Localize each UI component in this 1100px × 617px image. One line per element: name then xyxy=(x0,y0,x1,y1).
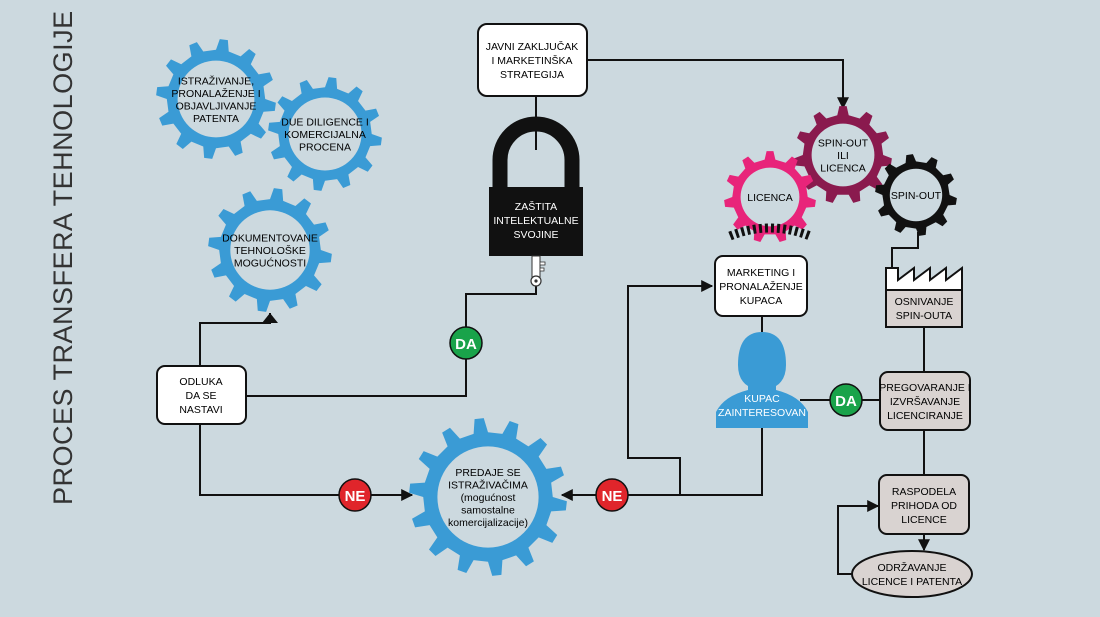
badge-ne-left: NE xyxy=(338,478,372,512)
gear-spinout: SPIN-OUT xyxy=(875,154,957,236)
key-icon xyxy=(530,255,546,287)
pregovaranje-line-1: PREGOVARANJE I xyxy=(879,382,970,394)
gear-label-line: TEHNOLOŠKE xyxy=(234,244,306,257)
page-title: PROCES TRANSFERA TEHNOLOGIJE xyxy=(48,10,78,505)
pregovaranje-line-2: IZVRŠAVANJE xyxy=(890,395,960,408)
lock-label-2: INTELEKTUALNE xyxy=(493,215,578,227)
marketing-line-3: KUPACA xyxy=(740,295,782,307)
factory-icon: OSNIVANJE SPIN-OUTA xyxy=(885,266,963,328)
badge-da-right-label: DA xyxy=(835,393,857,410)
gear-label-line: SPIN-OUT xyxy=(818,138,869,150)
gear-label-line: SPIN-OUT xyxy=(891,190,942,202)
box-pregovaranje: PREGOVARANJE I IZVRŠAVANJE LICENCIRANJE xyxy=(879,371,971,431)
gear-label-line: DUE DILIGENCE I xyxy=(281,117,369,129)
gear-label-line: PRONALAŽENJE I xyxy=(171,87,260,100)
gear-label-line: PREDAJE SE xyxy=(455,467,520,479)
gear-label-line: samostalne xyxy=(461,505,515,517)
person-line-2: ZAINTERESOVAN xyxy=(718,407,806,419)
line-odluka-to-lock xyxy=(246,358,467,397)
line-javni-to-spinout-licenca xyxy=(587,59,849,110)
gear-label-line: ISTRAŽIVAČIMA xyxy=(448,479,528,492)
gear-label-line: OBJAVLJIVANJE xyxy=(176,100,257,112)
badge-da-left: DA xyxy=(449,326,483,360)
ellipse-odrzavanje: ODRŽAVANJE LICENCE I PATENTA xyxy=(851,550,973,598)
gear-label-line: PROCENA xyxy=(299,142,351,154)
gear-center xyxy=(288,97,362,171)
box-marketing: MARKETING I PRONALAŽENJE KUPACA xyxy=(714,223,812,317)
padlock-icon: ZAŠTITA INTELEKTUALNE SVOJINE xyxy=(489,116,583,256)
lock-label-3: SVOJINE xyxy=(514,229,559,241)
javni-line-3: STRATEGIJA xyxy=(500,69,564,81)
odrzavanje-line-1: ODRŽAVANJE xyxy=(877,561,946,574)
line-spinout-to-factory xyxy=(891,232,919,268)
gear-label-line: LICENCA xyxy=(820,163,866,175)
badge-da-right: DA xyxy=(829,383,863,417)
line-odrzavanje-loop xyxy=(837,500,880,575)
gear-center xyxy=(437,446,539,548)
line-odluka-to-dokumentovane xyxy=(199,313,271,366)
connectors xyxy=(199,59,930,575)
box-javni-zakljucak: JAVNI ZAKLJUČAK I MARKETINŠKA STRATEGIJA xyxy=(477,23,588,97)
pregovaranje-line-3: LICENCIRANJE xyxy=(887,410,963,422)
gear-label-line: komercijalizacije) xyxy=(448,517,528,529)
gear-label-line: MOGUĆNOSTI xyxy=(234,257,306,270)
badge-da-left-label: DA xyxy=(455,336,477,353)
line-odluka-to-predaje xyxy=(199,424,414,501)
gear-tick xyxy=(262,313,278,323)
marketing-line-1: MARKETING I xyxy=(727,267,795,279)
gear-istrazivanje: ISTRAŽIVANJE,PRONALAŽENJE IOBJAVLJIVANJE… xyxy=(156,39,276,159)
line-loop-to-marketing xyxy=(627,280,714,495)
lock-label-1: ZAŠTITA xyxy=(515,200,557,213)
odluka-line-3: NASTAVI xyxy=(179,404,222,416)
gear-label-line: KOMERCIJALNA xyxy=(284,129,366,141)
gear-label-line: PATENTA xyxy=(193,113,239,125)
javni-line-2: I MARKETINŠKA xyxy=(491,54,572,67)
gear-label-line: (mogućnost xyxy=(461,492,516,504)
line-da-to-key xyxy=(465,286,537,328)
raspodela-line-2: PRIHODA OD xyxy=(891,500,957,512)
osnivanje-line-1: OSNIVANJE xyxy=(895,296,954,308)
badge-ne-right: NE xyxy=(595,478,629,512)
odluka-line-2: DA SE xyxy=(186,390,217,402)
badge-ne-left-label: NE xyxy=(345,488,366,505)
badge-ne-right-label: NE xyxy=(602,488,623,505)
person-line-1: KUPAC xyxy=(744,393,780,405)
gear-center xyxy=(177,60,255,138)
gear-licenca: LICENCA xyxy=(724,151,816,242)
raspodela-line-3: LICENCE xyxy=(901,514,947,526)
gear-center xyxy=(811,123,875,187)
gear-label-line: ISTRAŽIVANJE, xyxy=(178,74,254,87)
gear-center xyxy=(740,167,800,227)
gear-predaje-se-istrazivacima: PREDAJE SEISTRAŽIVAČIMA(mogućnostsamosta… xyxy=(409,418,567,576)
box-odluka-da-se-nastavi: ODLUKA DA SE NASTAVI xyxy=(156,365,247,425)
odrzavanje-line-2: LICENCE I PATENTA xyxy=(862,576,962,588)
raspodela-line-1: RASPODELA xyxy=(892,486,956,498)
person-silhouette-icon: KUPAC ZAINTERESOVAN xyxy=(716,332,808,428)
osnivanje-line-2: SPIN-OUTA xyxy=(896,310,952,322)
javni-line-1: JAVNI ZAKLJUČAK xyxy=(486,40,579,53)
gear-label-line: ILI xyxy=(837,150,849,162)
gear-center xyxy=(889,168,943,222)
odluka-line-1: ODLUKA xyxy=(179,376,222,388)
gear-label-line: DOKUMENTOVANE xyxy=(222,233,318,245)
marketing-line-2: PRONALAŽENJE xyxy=(719,280,802,293)
gear-label-line: LICENCA xyxy=(747,192,793,204)
gear-center xyxy=(230,210,310,290)
box-raspodela: RASPODELA PRIHODA OD LICENCE xyxy=(878,474,970,535)
